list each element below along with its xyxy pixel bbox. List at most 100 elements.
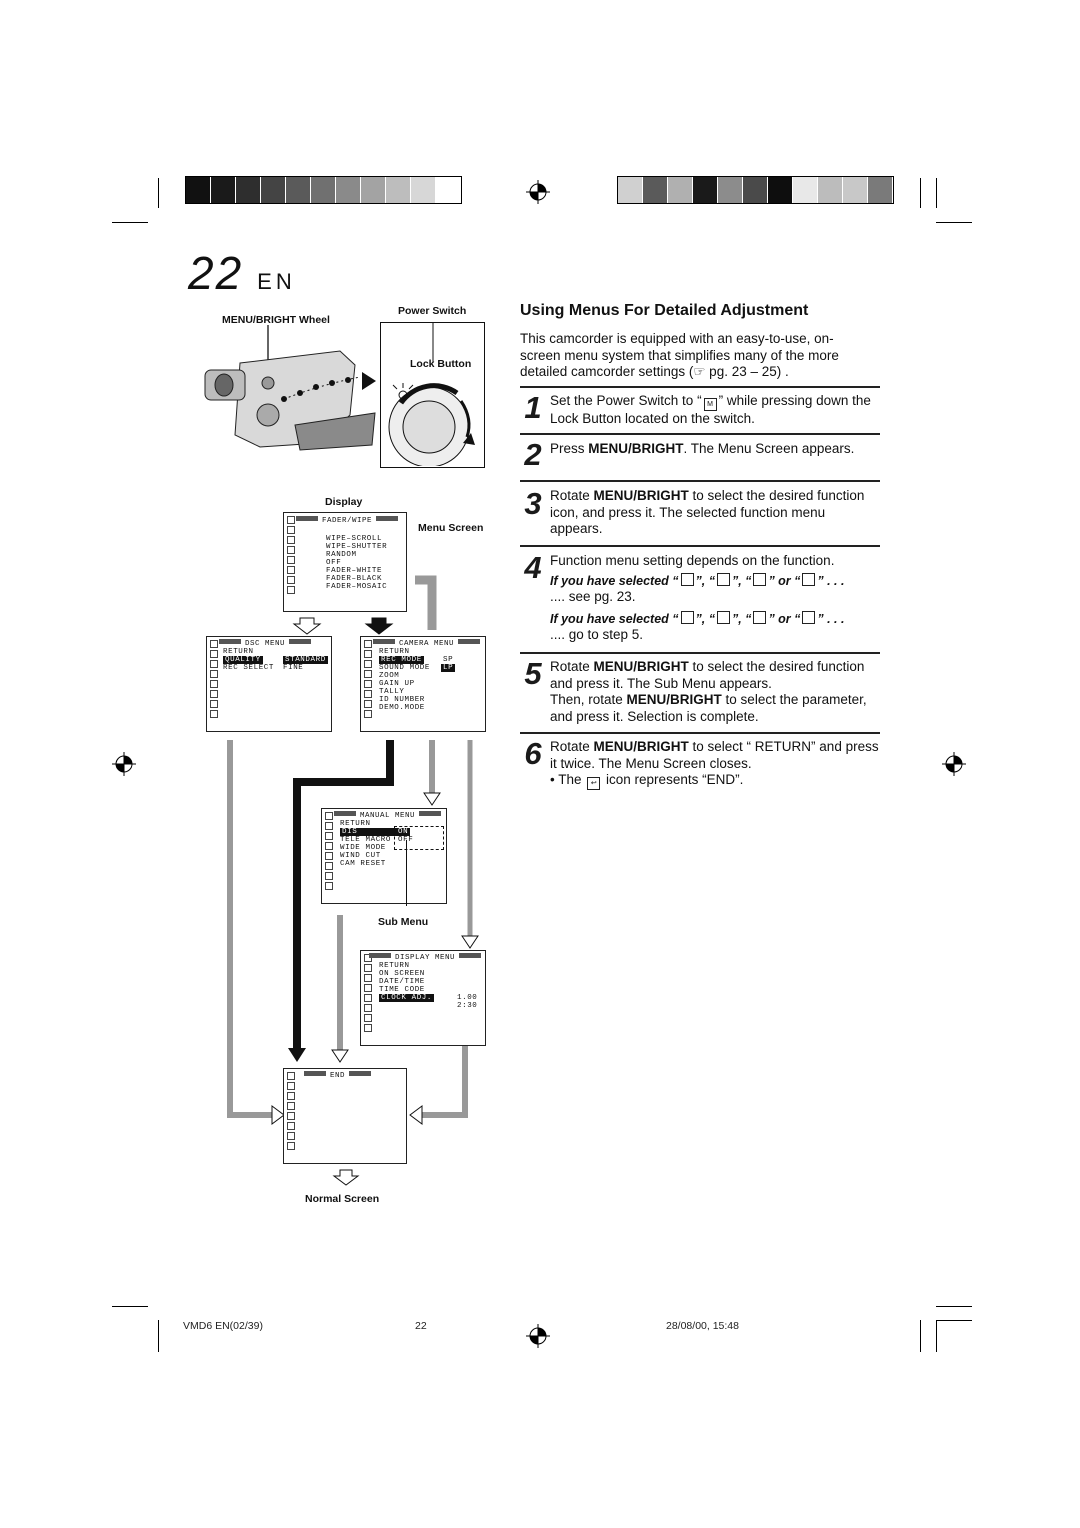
menu-line: WIPE–SHUTTER xyxy=(326,543,388,551)
menu-line: OFF xyxy=(326,559,342,567)
registration-target-icon xyxy=(942,752,966,776)
registration-target-icon xyxy=(526,180,550,204)
label-sub-menu: Sub Menu xyxy=(378,916,429,928)
sub-menu-pointer xyxy=(406,840,407,906)
menu-line: FADER–WHITE xyxy=(326,567,383,575)
step-number: 4 xyxy=(524,550,542,585)
menu-line: TALLY xyxy=(379,688,405,696)
menu-line: TIME CODE xyxy=(379,986,425,994)
calibration-swatch xyxy=(793,177,818,203)
menu-value: SP xyxy=(443,656,454,664)
step-2-text: Press MENU/BRIGHT. The Menu Screen appea… xyxy=(550,441,855,456)
calibration-swatch xyxy=(336,177,361,203)
power-switch-inset xyxy=(380,322,485,468)
camera-menu-icon xyxy=(680,610,694,624)
menu-line: RETURN xyxy=(379,962,410,970)
label-lock-button: Lock Button xyxy=(410,358,472,370)
menu-line: CAM RESET xyxy=(340,860,386,868)
crop-mark xyxy=(936,178,937,208)
calibration-swatch xyxy=(843,177,868,203)
manual-menu-screen: MANUAL MENU RETURN DIS ON TELE MACRO OFF… xyxy=(321,808,447,904)
menu-line: ON SCREEN xyxy=(379,970,425,978)
calibration-swatch xyxy=(286,177,311,203)
program-ae-icon xyxy=(716,572,730,586)
camcorder-illustration xyxy=(204,325,376,451)
crop-mark xyxy=(920,178,921,208)
label-normal-screen: Normal Screen xyxy=(305,1193,380,1205)
menu-line: ZOOM xyxy=(379,672,400,680)
sub-menu-dashed-box xyxy=(394,826,444,850)
label-menu-bright-wheel: MENU/BRIGHT Wheel xyxy=(222,314,330,326)
menu-line: ID NUMBER xyxy=(379,696,425,704)
divider xyxy=(520,652,880,654)
screen-title: DISPLAY MENU xyxy=(365,953,485,962)
screen-title: DSC MENU xyxy=(215,639,315,648)
dsc-menu-icon xyxy=(802,610,816,624)
menu-line: GAIN UP xyxy=(379,680,415,688)
crop-mark xyxy=(112,1306,148,1307)
end-screen: END xyxy=(283,1068,407,1164)
step-4-text: Function menu setting depends on the fun… xyxy=(550,553,845,642)
label-power-switch: Power Switch xyxy=(398,305,467,317)
label-menu-screen: Menu Screen xyxy=(418,522,484,534)
step-6-text: Rotate MENU/BRIGHT to select “ RETURN” a… xyxy=(550,739,880,790)
menu-line: RETURN xyxy=(340,820,371,828)
calibration-swatch xyxy=(618,177,643,203)
footer-left: VMD6 EN(02/39) xyxy=(183,1320,263,1332)
crop-mark xyxy=(158,1320,159,1352)
divider xyxy=(520,480,880,482)
crop-mark xyxy=(920,1320,921,1352)
calibration-swatch xyxy=(768,177,793,203)
calibration-swatch xyxy=(411,177,436,203)
menu-line: SOUND MODE xyxy=(379,664,431,672)
divider xyxy=(520,433,880,435)
divider xyxy=(520,386,880,388)
fader-wipe-screen: FADER/WIPE WIPE–SCROLL WIPE–SHUTTER RAND… xyxy=(283,512,407,612)
calibration-swatch xyxy=(693,177,718,203)
menu-value: STANDARD xyxy=(283,656,328,664)
footer-right: 28/08/00, 15:48 xyxy=(666,1320,739,1332)
menu-line: DATE/TIME xyxy=(379,978,425,986)
dsc-menu-screen: DSC MENU RETURN QUALITY STANDARD REC SEL… xyxy=(206,636,332,732)
calibration-swatch xyxy=(311,177,336,203)
white-balance-icon xyxy=(802,572,816,586)
crop-mark xyxy=(936,1320,972,1321)
calibration-swatch xyxy=(743,177,768,203)
menu-line-selected: DIS xyxy=(340,828,398,836)
menu-line: DEMO.MODE xyxy=(379,704,425,712)
step-3-text: Rotate MENU/BRIGHT to select the desired… xyxy=(550,488,865,536)
exposure-icon xyxy=(753,572,767,586)
camera-menu-screen: CAMERA MENU RETURN REC MODE SP SOUND MOD… xyxy=(360,636,486,732)
registration-target-icon xyxy=(112,752,136,776)
step-number: 5 xyxy=(524,656,542,691)
divider xyxy=(520,732,880,734)
menu-line: TELE MACRO xyxy=(340,836,392,844)
menu-line-selected: QUALITY xyxy=(223,656,263,664)
calibration-swatch xyxy=(211,177,236,203)
screen-title: CAMERA MENU xyxy=(369,639,484,648)
menu-value: 1.00 xyxy=(457,994,478,1002)
step-5-text: Rotate MENU/BRIGHT to select the desired… xyxy=(550,659,867,724)
return-icon: ↩ xyxy=(587,777,601,790)
menu-line: WIPE–SCROLL xyxy=(326,535,383,543)
menu-value-selected: ON xyxy=(396,828,411,836)
label-display: Display xyxy=(325,496,363,508)
calibration-swatch xyxy=(718,177,743,203)
step-number: 3 xyxy=(524,486,542,521)
calibration-swatch xyxy=(261,177,286,203)
calibration-swatch xyxy=(643,177,668,203)
calibration-swatch xyxy=(818,177,843,203)
calibration-swatch xyxy=(386,177,411,203)
footer-center: 22 xyxy=(415,1320,427,1332)
crop-mark xyxy=(158,178,159,208)
menu-value: 2:30 xyxy=(457,1002,478,1010)
display-menu-screen: DISPLAY MENU RETURN ON SCREEN DATE/TIME … xyxy=(360,950,486,1046)
arrow-right-icon xyxy=(362,372,376,390)
display-menu-icon xyxy=(753,610,767,624)
screen-title: END xyxy=(300,1071,375,1080)
calibration-swatch xyxy=(868,177,893,203)
step-number: 6 xyxy=(524,736,542,771)
crop-mark xyxy=(936,1306,972,1307)
page-lang: EN xyxy=(257,269,296,294)
